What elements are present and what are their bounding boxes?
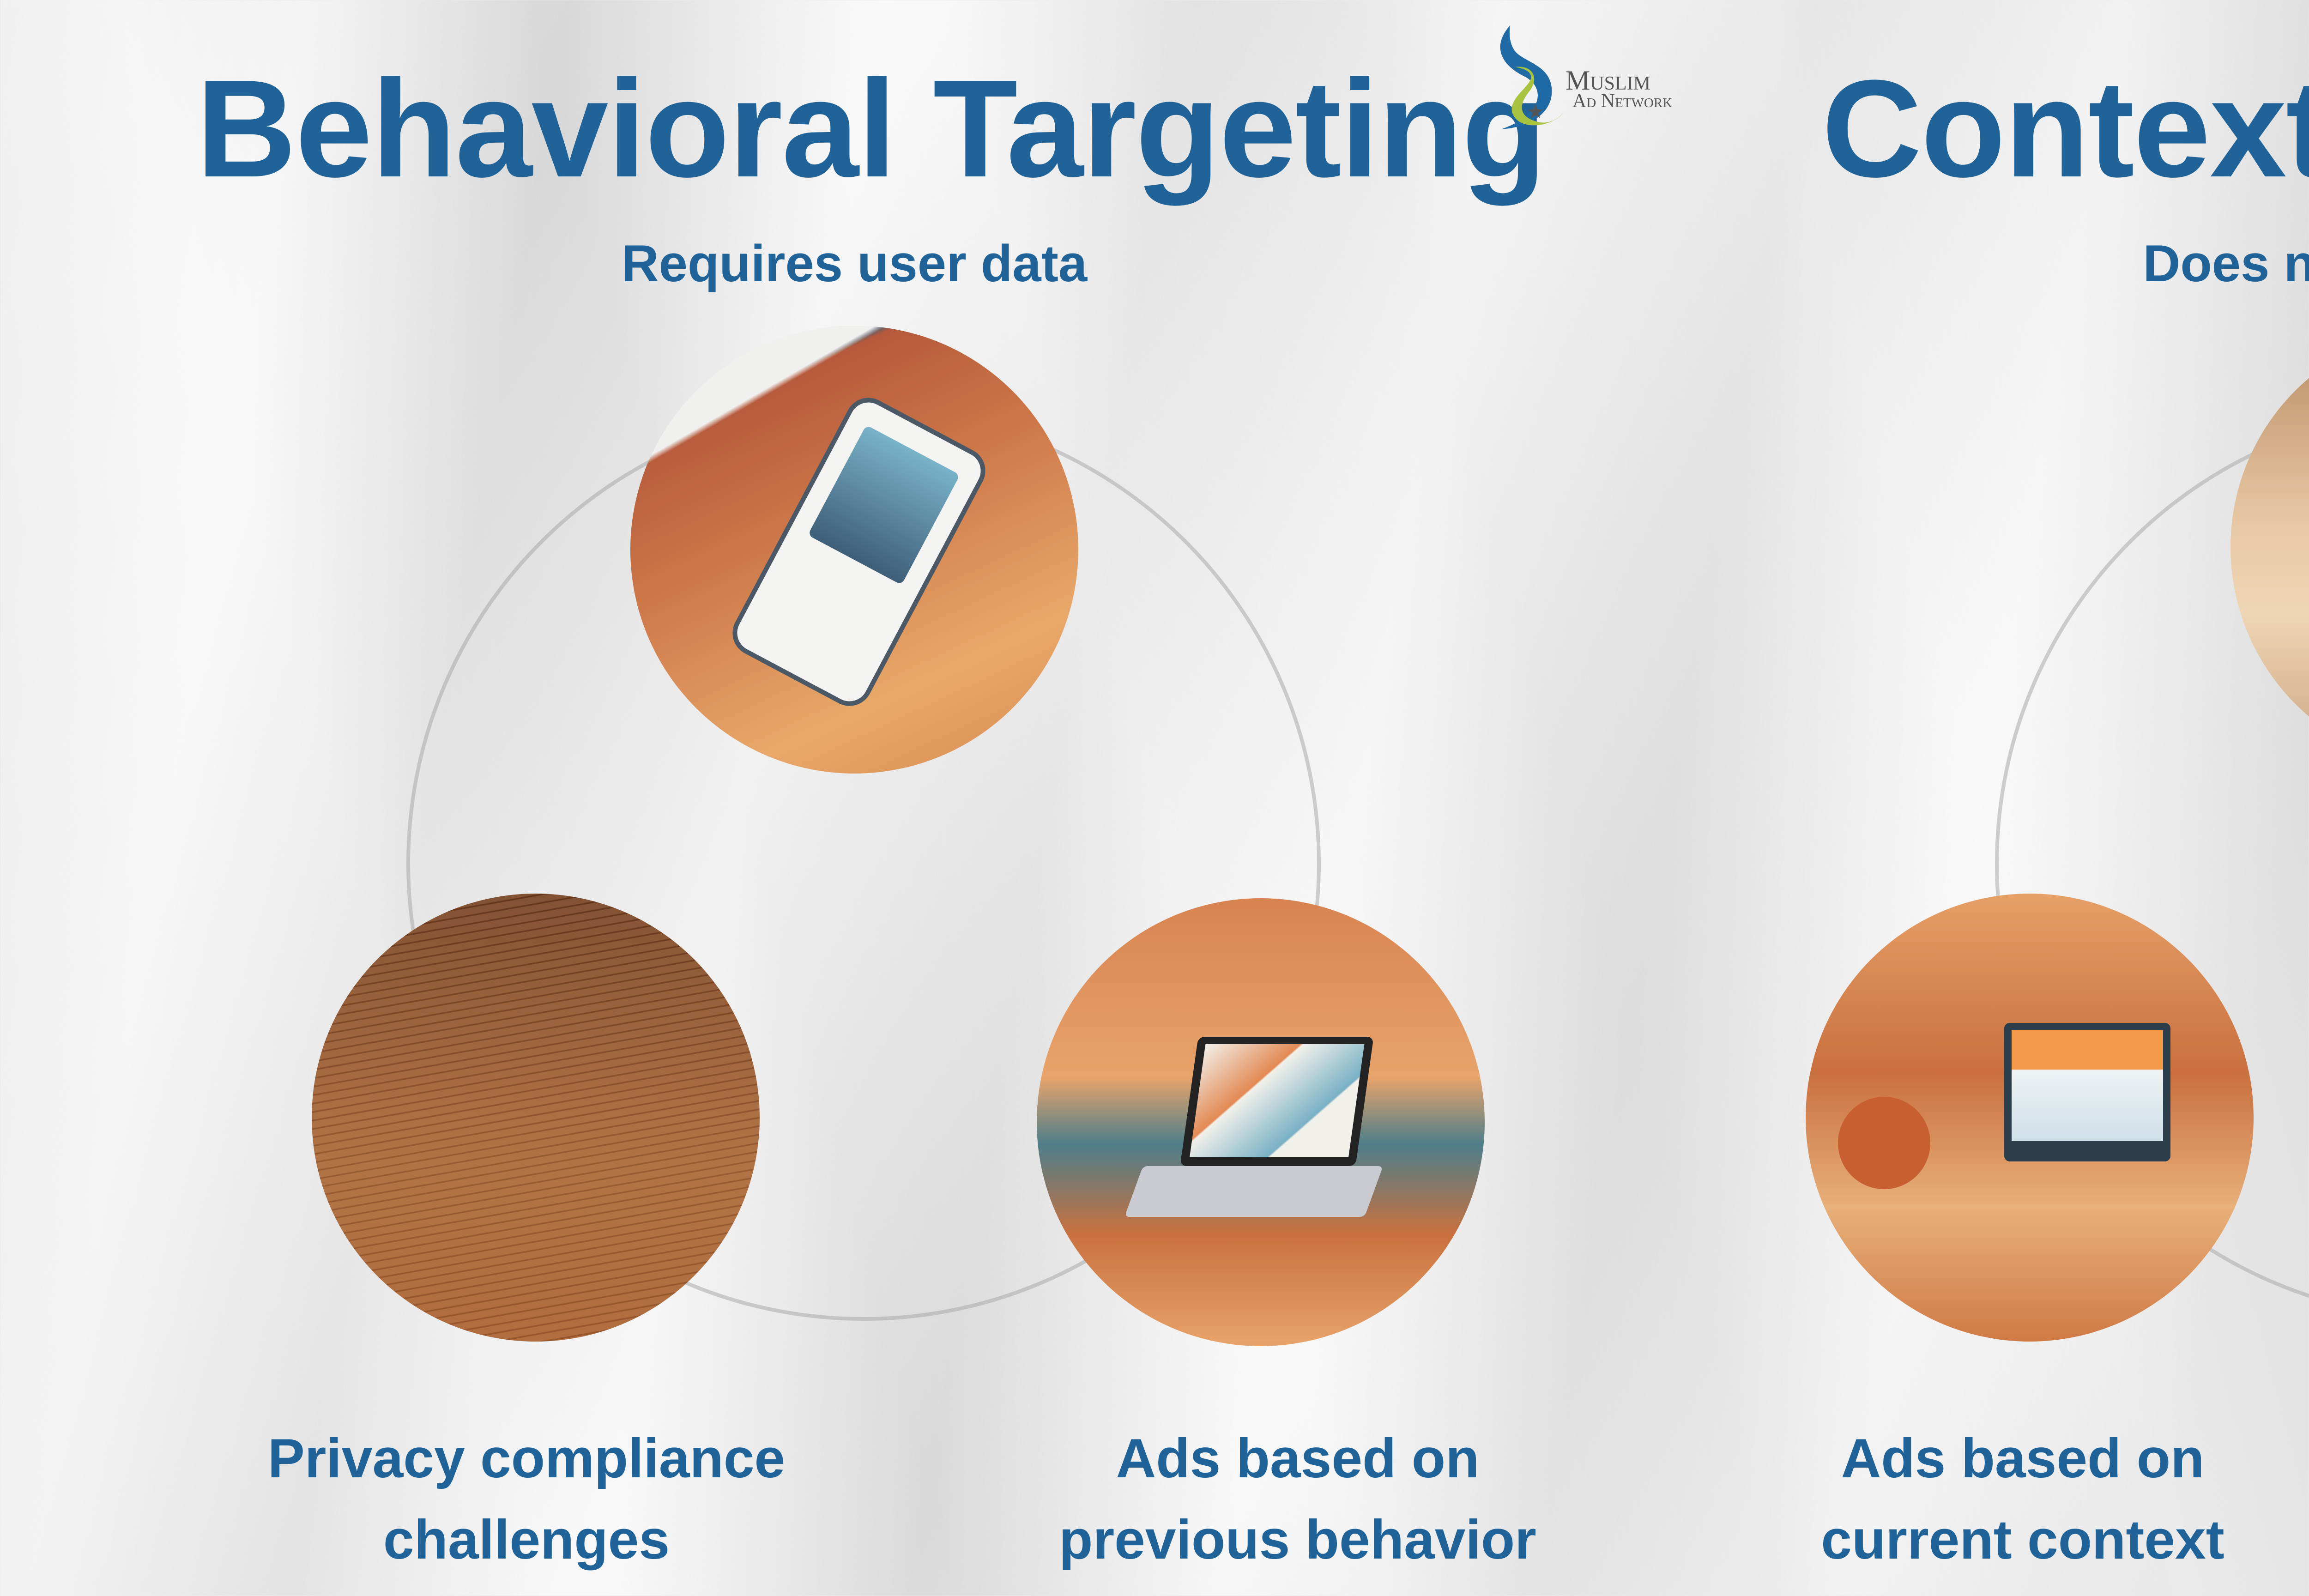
label-ads-previous-behavior: Ads based on previous behavior [974,1418,1621,1580]
label-line1: Ads based on [1841,1427,2205,1489]
logo-line2: Ad Network [1572,91,1673,112]
label-line2: current context [1821,1509,2224,1571]
laptop-ads-illustration [1037,898,1485,1346]
label-line1: Ads based on [1116,1427,1480,1489]
logo-mark-icon [1500,25,1563,129]
label-line1: Privacy compliance [267,1427,786,1489]
label-line2: previous behavior [1059,1509,1536,1571]
behavioral-subtitle: Requires user data [621,235,1088,292]
contextual-subtitle: Does not require user data [2143,235,2309,292]
contextual-title: Contextual Targeting [1822,51,2309,206]
paper-stacks-illustration [312,894,760,1342]
feature-phone-illustration [630,326,1078,774]
behavioral-title: Behavioral Targeting [196,51,1547,206]
label-privacy-compliance-challenges: Privacy compliance challenges [203,1418,850,1580]
logo-line1: Muslim [1566,65,1651,96]
person-at-computer-illustration [1806,894,2254,1342]
logo: Muslim Ad Network [1496,18,1709,134]
label-ads-current-context: Ads based on current context [1699,1418,2309,1580]
label-line2: challenges [383,1509,670,1571]
